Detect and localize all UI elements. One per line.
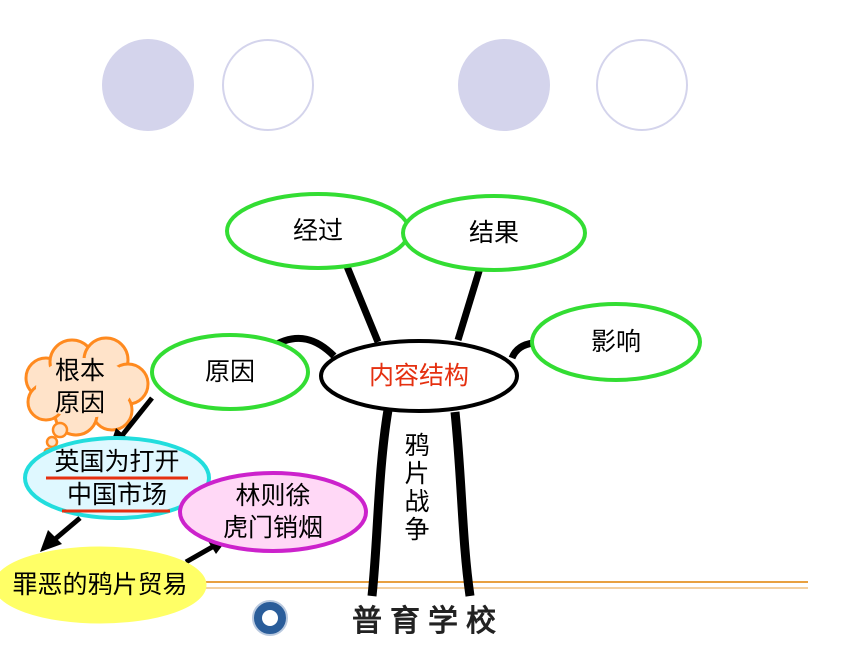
branch-node-impact [530, 302, 702, 382]
decor-circle-4 [596, 39, 688, 131]
arrow-britain-to-trade [40, 516, 82, 552]
britain-line-2: 中国市场 [66, 480, 167, 509]
branch-line-result [454, 266, 484, 342]
trunk-right-line [450, 411, 475, 597]
branch-label-impact: 影响 [590, 327, 641, 356]
decor-circle-2 [222, 39, 314, 131]
root-cause-line-1: 根本 [54, 356, 105, 385]
root-cause-line-2: 原因 [54, 388, 105, 417]
school-name: 普育学校 [352, 604, 504, 639]
branch-line-process [342, 262, 382, 344]
center-node [319, 339, 519, 413]
lin-node [178, 471, 368, 553]
opium-trade-label: 罪恶的鸦片贸易 [12, 570, 188, 599]
branch-label-cause: 原因 [204, 357, 255, 386]
thought-cloud [24, 336, 150, 457]
decor-circle-3 [458, 39, 550, 131]
center-label: 内容结构 [368, 361, 469, 390]
branch-label-result: 结果 [468, 218, 519, 247]
decor-circle-1 [102, 39, 194, 131]
trunk-left-line [367, 409, 393, 597]
britain-line-1: 英国为打开 [54, 447, 180, 476]
lin-line-2: 虎门销烟 [222, 513, 323, 542]
branch-node-result [401, 194, 587, 272]
school-emblem-icon [252, 600, 288, 636]
lin-line-1: 林则徐 [235, 481, 311, 510]
opium-trade-node [0, 546, 207, 624]
branch-label-process: 经过 [292, 216, 343, 245]
trunk-label: 鸦片战争 [404, 431, 430, 544]
branch-node-cause [150, 333, 310, 411]
